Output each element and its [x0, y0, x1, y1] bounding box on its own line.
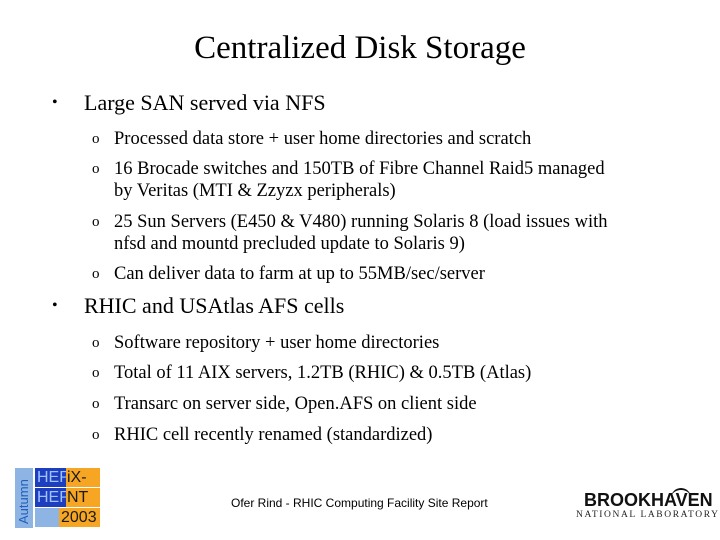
sub-bullet-glyph: o: [92, 266, 100, 282]
logo-row-hepnt: HEP NT: [35, 488, 100, 507]
logo-row-year: 2003: [35, 508, 100, 527]
logo-season-text: Autumn: [16, 479, 31, 524]
logo-hep-text: HEP: [37, 489, 70, 506]
logo-arc-decoration: [671, 488, 691, 500]
slide-title: Centralized Disk Storage: [194, 30, 526, 66]
sub-bullet-glyph: o: [92, 214, 100, 230]
sub-item-text: 16 Brocade switches and 150TB of Fibre C…: [114, 159, 605, 179]
logo-row-hepix: HEP iX-: [35, 468, 100, 487]
bullet-dot: •: [52, 94, 58, 111]
sub-bullet-glyph: o: [92, 365, 100, 381]
hepix-hepnt-logo: Autumn HEP iX- HEP NT 2003: [15, 468, 100, 528]
sub-item-text: Can deliver data to farm at up to 55MB/s…: [114, 264, 485, 284]
sub-item-text: Total of 11 AIX servers, 1.2TB (RHIC) & …: [114, 363, 532, 383]
sub-bullet-glyph: o: [92, 335, 100, 351]
bullet-dot: •: [52, 297, 58, 314]
sub-item-text: Software repository + user home director…: [114, 333, 440, 353]
logo-year-text: 2003: [61, 509, 97, 526]
bullet-text: RHIC and USAtlas AFS cells: [84, 293, 345, 318]
sub-bullet-glyph: o: [92, 427, 100, 443]
brookhaven-subtitle: NATIONAL LABORATORY: [576, 510, 720, 520]
bullet-text: Large SAN served via NFS: [84, 90, 326, 115]
sub-bullet-glyph: o: [92, 131, 100, 147]
sub-bullet-glyph: o: [92, 161, 100, 177]
logo-nt-text: NT: [67, 489, 89, 506]
brookhaven-logo: BROOKHAVEN NATIONAL LABORATORY: [574, 488, 718, 524]
sub-item-text: Processed data store + user home directo…: [114, 129, 532, 149]
sub-item-text: nfsd and mountd precluded update to Sola…: [114, 234, 465, 254]
brookhaven-name: BROOKHAVEN: [584, 490, 713, 510]
logo-ix-text: iX-: [67, 469, 87, 486]
sub-item-text: 25 Sun Servers (E450 & V480) running Sol…: [114, 212, 608, 232]
logo-side-band: Autumn: [15, 468, 33, 528]
logo-hep-text: HEP: [37, 469, 70, 486]
footer-caption: Ofer Rind - RHIC Computing Facility Site…: [231, 496, 488, 510]
sub-item-text: Transarc on server side, Open.AFS on cli…: [114, 394, 477, 414]
sub-item-text: RHIC cell recently renamed (standardized…: [114, 425, 433, 445]
sub-item-text: by Veritas (MTI & Zzyzx peripherals): [114, 181, 396, 201]
sub-bullet-glyph: o: [92, 396, 100, 412]
